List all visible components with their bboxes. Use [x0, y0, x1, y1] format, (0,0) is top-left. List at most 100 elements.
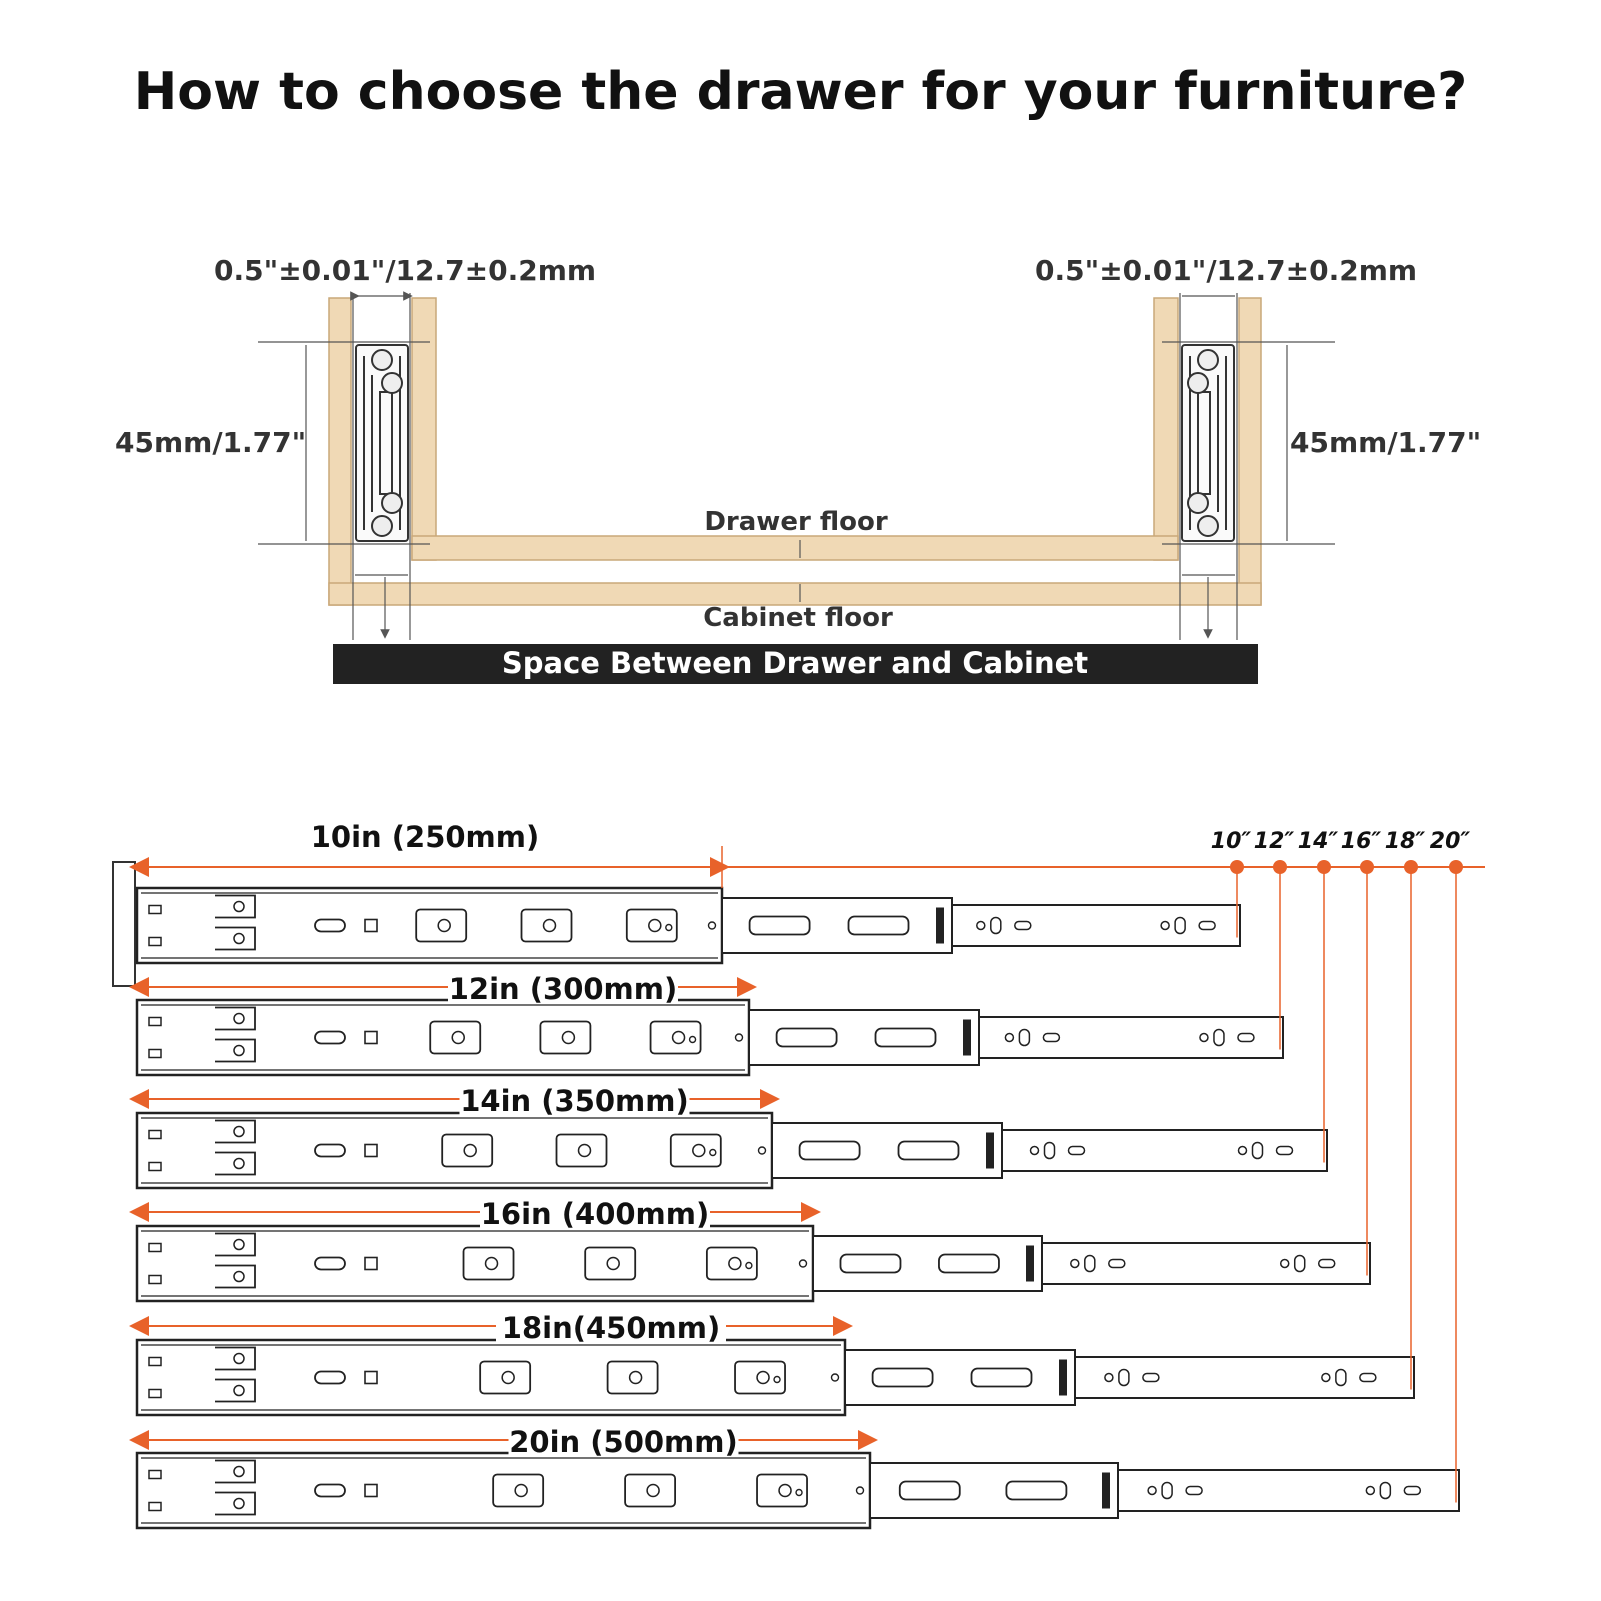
slide-row: 10in (250mm) 10″ — [129, 817, 1252, 965]
rail-cutout — [584, 1246, 637, 1281]
outer-rail — [135, 998, 751, 1077]
cross-section: 0.5"±0.01"/12.7±0.2mm 0.5"±0.01"/12.7±0.… — [115, 254, 1481, 684]
rail-cutout — [649, 1020, 702, 1055]
bracket-icon — [215, 894, 256, 951]
length-label-bg — [508, 1422, 739, 1456]
rail-cutout — [756, 1473, 808, 1508]
rail-cutout — [479, 1360, 532, 1395]
right-slide-profile-icon — [1181, 344, 1235, 542]
middle-rail-slot — [798, 1140, 861, 1161]
rail-cutout — [705, 1246, 758, 1281]
slide-row: 14in (350mm) 14″ — [129, 829, 1339, 1190]
inner-hole — [1365, 1485, 1376, 1496]
outer-rail — [135, 1338, 847, 1417]
rail-cutout — [734, 1360, 786, 1395]
length-label-bg — [310, 817, 540, 851]
scale-dot — [1273, 860, 1287, 874]
length-label-bg — [480, 1194, 710, 1228]
rail-cutout — [624, 1473, 676, 1508]
scale-tick-label: 16″ — [1341, 829, 1382, 854]
outer-rail — [135, 1451, 872, 1530]
latch-icon — [1102, 1472, 1110, 1509]
length-label: 12in (300mm) — [449, 972, 678, 1006]
scale-tick-label: 20″ — [1430, 829, 1471, 854]
bracket-icon — [215, 1119, 256, 1176]
inner-hole — [1104, 1372, 1114, 1383]
latch-icon — [936, 907, 944, 944]
square-hole — [364, 918, 378, 933]
scale-tick-label: 12″ — [1254, 829, 1295, 854]
scale-tick-label: 10″ — [1211, 829, 1252, 854]
scale-dot — [1449, 860, 1463, 874]
scale-dot — [1404, 860, 1418, 874]
drawer-floor-label: Drawer floor — [704, 507, 887, 537]
middle-rail-slot — [874, 1027, 937, 1048]
rail-cutout — [492, 1473, 545, 1508]
mount-hole — [148, 904, 162, 915]
rail-cutout — [415, 908, 468, 943]
square-hole — [364, 1030, 378, 1045]
length-label: 18in(450mm) — [502, 1311, 720, 1345]
inner-hole — [1070, 1258, 1080, 1269]
cabinet-floor-label: Cabinet floor — [703, 603, 893, 633]
inner-rail — [1074, 1356, 1415, 1399]
middle-rail — [869, 1462, 1119, 1519]
length-label-bg — [448, 969, 678, 1003]
rail-cutout — [669, 1133, 722, 1168]
square-hole — [364, 1483, 378, 1498]
length-label-bg — [496, 1308, 726, 1342]
inner-hole — [1279, 1258, 1290, 1269]
mount-hole — [148, 936, 162, 947]
middle-rail-slot — [839, 1253, 902, 1274]
bracket-icon — [215, 1346, 256, 1403]
slide-row: 12in (300mm) 12″ — [129, 829, 1295, 1077]
length-label: 14in (350mm) — [460, 1084, 689, 1118]
square-hole — [364, 1370, 378, 1385]
middle-rail-slot — [775, 1027, 838, 1048]
height-left-label: 45mm/1.77" — [115, 426, 306, 459]
mount-hole — [148, 1469, 162, 1480]
slot-hole — [314, 1143, 346, 1158]
slot-hole — [314, 1370, 346, 1385]
rail-cutout — [555, 1133, 608, 1168]
middle-rail — [748, 1009, 980, 1066]
length-label: 16in (400mm) — [481, 1197, 710, 1231]
inner-hole — [976, 920, 986, 931]
mount-hole — [148, 1274, 162, 1285]
middle-rail — [721, 897, 953, 954]
rail-cutout — [520, 908, 573, 943]
rail-cutout — [606, 1360, 659, 1395]
scale-dot — [1230, 860, 1244, 874]
scale-tick-label: 14″ — [1298, 829, 1339, 854]
scale-dot — [1360, 860, 1374, 874]
banner-text: Space Between Drawer and Cabinet — [502, 646, 1088, 680]
inner-rail — [951, 904, 1241, 947]
middle-rail-slot — [970, 1367, 1033, 1388]
square-hole — [364, 1143, 378, 1158]
latch-icon — [1059, 1359, 1067, 1396]
length-label: 10in (250mm) — [311, 820, 540, 854]
rail-cutout — [429, 1020, 482, 1055]
inner-hole — [1004, 1032, 1015, 1043]
mount-hole — [148, 1356, 162, 1367]
inner-hole — [1029, 1145, 1040, 1156]
square-hole — [364, 1256, 378, 1271]
slot-hole — [314, 1256, 346, 1271]
gap-right-label: 0.5"±0.01"/12.7±0.2mm — [1035, 254, 1417, 287]
inner-hole — [1147, 1485, 1157, 1496]
dimension-lines — [258, 291, 1335, 640]
latch-icon — [986, 1132, 994, 1169]
inner-hole — [1160, 920, 1170, 931]
slide-row: 18in(450mm)18″ — [129, 829, 1425, 1417]
middle-rail-slot — [871, 1367, 934, 1388]
left-slide-profile-icon — [355, 344, 409, 542]
bracket-icon — [215, 1006, 256, 1063]
bracket-icon — [215, 1459, 256, 1516]
gap-left-label: 0.5"±0.01"/12.7±0.2mm — [214, 254, 596, 287]
outer-rail — [135, 1224, 815, 1303]
slide-row: 16in (400mm) 16″ — [129, 829, 1382, 1303]
mount-hole — [148, 1242, 162, 1253]
scale-dot — [1317, 860, 1331, 874]
slide-row: 20in (500mm)20″ — [129, 829, 1471, 1530]
